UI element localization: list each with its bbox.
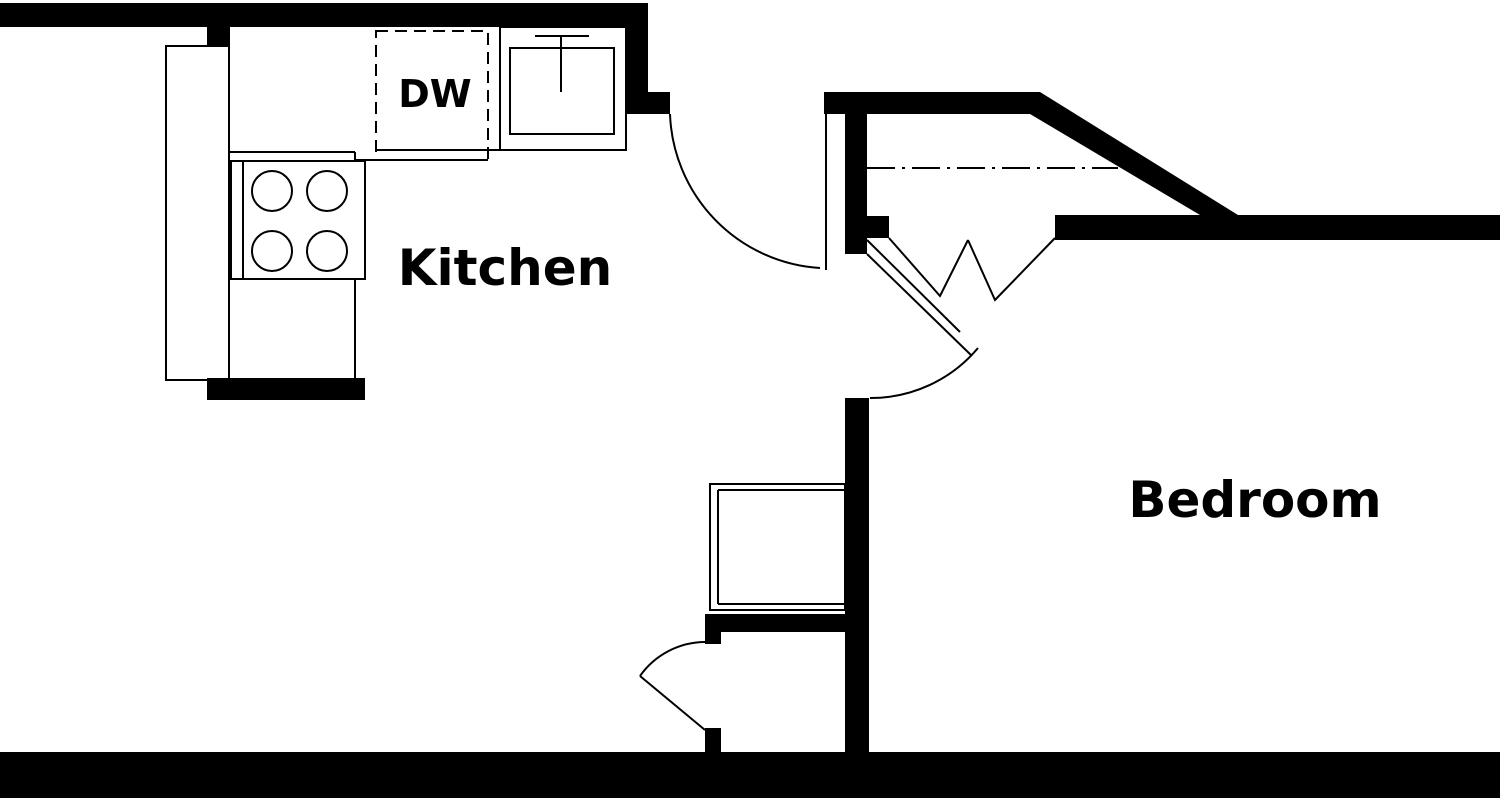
burner-icon [306,170,348,212]
wall-bedroom-left [845,398,869,760]
wall-closet-left [845,92,867,254]
wall-kitchen-bottom-stub [207,378,365,400]
wall-bedroom-top [1055,215,1500,240]
sink [499,26,627,151]
refrigerator [165,45,230,381]
closet-bifold-left [888,237,969,298]
door-bedroom-leaf [866,253,973,357]
wall-top-kitchen [0,3,648,27]
burner-icon [306,230,348,272]
walls [0,3,1500,798]
door-kitchen-arc [669,113,821,269]
doors [639,113,1056,731]
wall-small-closet-top [705,614,850,632]
dishwasher-label: DW [398,72,471,116]
door-small-closet-arc [639,641,706,677]
room-label-kitchen: Kitchen [398,239,613,297]
room-label-bedroom: Bedroom [1128,471,1381,529]
wall-closet-left-jamb [845,216,889,238]
wall-unit [709,483,846,611]
wall-fridge-stub [207,24,229,46]
burner-icon [251,170,293,212]
wall-closet-top [824,92,1238,215]
kitchen-fixtures: DW [165,26,627,381]
dishwasher [375,30,489,161]
wall-bottom [0,752,1500,798]
door-bedroom-arc [869,347,979,400]
door-bedroom-leaf2 [866,239,961,333]
closet-bifold-right [967,237,1056,302]
door-small-closet-leaf [639,675,706,731]
wall-kitchen-right-stub [626,3,648,113]
wall-small-closet-jamb-top [705,614,721,644]
wall-kitchen-door-jamb [626,92,670,114]
stove [230,160,366,280]
burner-icon [251,230,293,272]
